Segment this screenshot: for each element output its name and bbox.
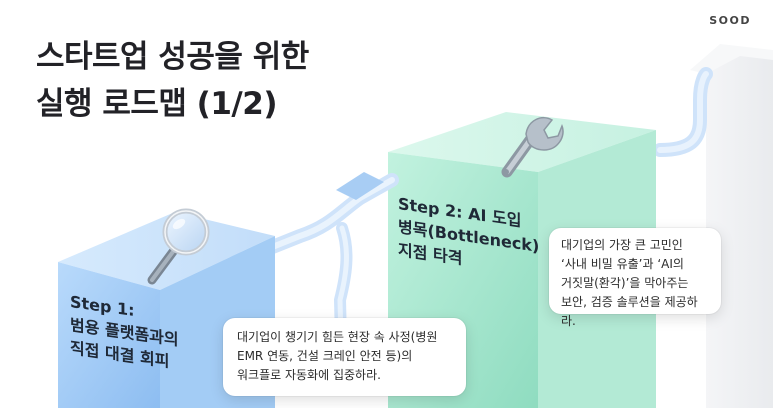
title-line-2: 실행 로드맵 (1/2) bbox=[36, 86, 277, 122]
title-line-1: 스타트업 성공을 위한 bbox=[36, 39, 309, 75]
step-1-description-line-2: EMR 연동, 건설 크레인 안전 등)의 bbox=[237, 349, 413, 363]
connector-pipe-1 bbox=[228, 172, 399, 386]
step-2-description-line-1: 대기업의 가장 큰 고민인 bbox=[561, 238, 683, 252]
step-1-description-line-3: 워크플로 자동화에 집중하라. bbox=[237, 368, 381, 382]
step-1-block bbox=[58, 212, 275, 408]
brand-logo: SOOD bbox=[709, 14, 751, 27]
wrench-icon bbox=[501, 116, 564, 178]
step-3-block bbox=[690, 44, 773, 408]
page-title: 스타트업 성공을 위한 실행 로드맵 (1/2) bbox=[36, 34, 309, 128]
step-2-description-line-4: 보안, 검증 솔루션을 제공하라. bbox=[561, 295, 698, 328]
step-1-description-card: 대기업이 챙기기 힘든 현장 속 사정(병원 EMR 연동, 건설 크레인 안전… bbox=[223, 318, 466, 396]
step-2-description-card: 대기업의 가장 큰 고민인 ‘사내 비밀 유출’과 ‘AI의 거짓말(환각)’을… bbox=[549, 228, 721, 328]
step-1-description-line-1: 대기업이 챙기기 힘든 현장 속 사정(병원 bbox=[237, 330, 438, 344]
magnifier-icon bbox=[147, 208, 210, 285]
step-2-description-line-2: ‘사내 비밀 유출’과 ‘AI의 bbox=[561, 257, 684, 271]
connector-pipe-2 bbox=[653, 67, 713, 157]
step-2-description-line-3: 거짓말(환각)’을 막아주는 bbox=[561, 276, 689, 290]
